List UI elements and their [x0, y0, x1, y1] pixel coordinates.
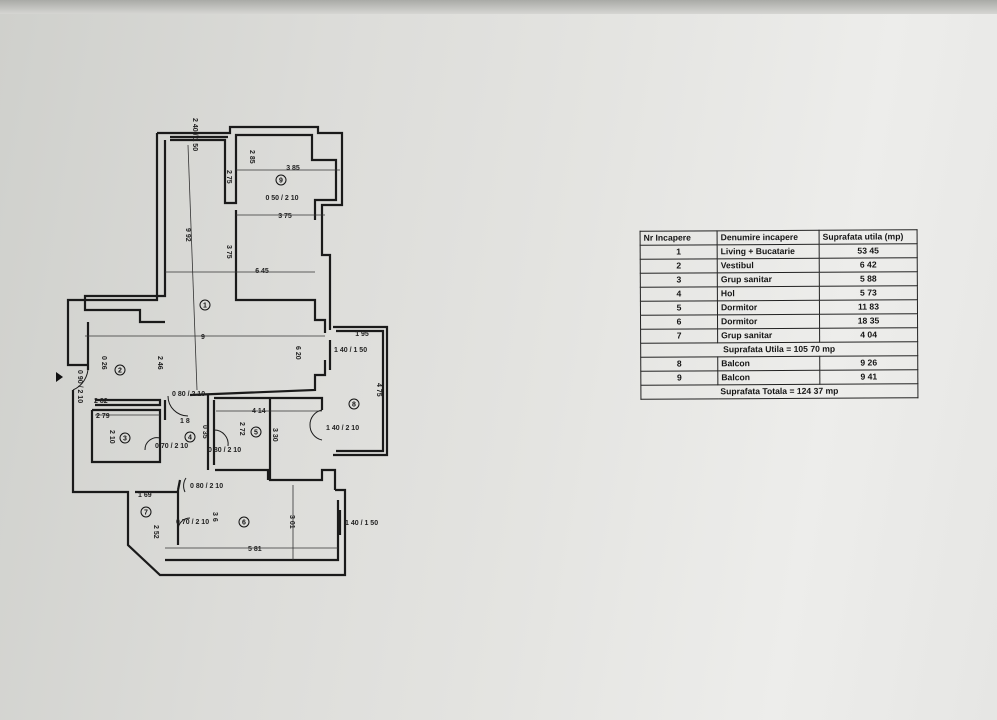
svg-text:0 26: 0 26 [100, 356, 107, 370]
room-marker-2: 2 [114, 364, 126, 376]
walls [66, 125, 389, 577]
column-header-name: Denumire incapere [717, 230, 820, 245]
room-marker-3: 3 [119, 432, 131, 444]
svg-text:3 30: 3 30 [271, 428, 278, 442]
room-areas-table: Nr Incapere Denumire incapere Suprafata … [640, 229, 919, 400]
svg-text:1 8: 1 8 [180, 418, 190, 425]
svg-text:2 10: 2 10 [108, 430, 115, 444]
svg-text:0 80 / 2 10: 0 80 / 2 10 [172, 391, 205, 398]
room-marker-1: 1 [199, 299, 211, 311]
svg-text:3 01: 3 01 [288, 515, 295, 529]
svg-text:9: 9 [201, 334, 205, 341]
svg-text:4: 4 [188, 435, 192, 442]
room-marker-8: 8 [348, 398, 360, 410]
column-header-nr: Nr Incapere [640, 230, 718, 246]
svg-text:3 85: 3 85 [286, 165, 300, 172]
svg-text:3: 3 [123, 436, 127, 443]
svg-text:1 95: 1 95 [355, 331, 369, 338]
svg-text:2 40 / 1 50: 2 40 / 1 50 [191, 118, 198, 151]
table-header-row: Nr Incapere Denumire incapere Suprafata … [640, 229, 918, 246]
room-marker-4: 4 [184, 431, 196, 443]
svg-text:5: 5 [254, 430, 258, 437]
svg-text:4 14: 4 14 [252, 408, 266, 415]
svg-text:3 75: 3 75 [278, 213, 292, 220]
svg-text:0 90 / 2 10: 0 90 / 2 10 [76, 370, 83, 403]
photo-edge-shadow [0, 0, 997, 14]
svg-text:9 92: 9 92 [184, 228, 191, 242]
svg-text:3 6: 3 6 [211, 512, 218, 522]
svg-text:2 72: 2 72 [238, 422, 245, 436]
svg-text:4 75: 4 75 [375, 383, 382, 397]
room-number-markers: 1 2 3 4 5 6 7 8 9 [114, 174, 360, 528]
svg-text:7: 7 [144, 510, 148, 517]
subtotal-row: Suprafata Utila = 105 70 mp [640, 341, 918, 358]
room-marker-9: 9 [275, 174, 287, 186]
svg-text:6: 6 [242, 520, 246, 527]
svg-text:1 40 / 1 50: 1 40 / 1 50 [334, 347, 367, 354]
svg-text:1 69: 1 69 [138, 492, 152, 499]
svg-text:1: 1 [203, 303, 207, 310]
svg-text:2 75: 2 75 [225, 170, 232, 184]
svg-text:3 75: 3 75 [225, 245, 232, 259]
svg-text:0 35: 0 35 [201, 425, 208, 439]
svg-text:0 70 / 2 10: 0 70 / 2 10 [155, 443, 188, 450]
svg-text:1 40 / 2 10: 1 40 / 2 10 [326, 425, 359, 432]
door-swings [72, 364, 323, 531]
svg-text:2 85: 2 85 [248, 150, 255, 164]
svg-text:6 20: 6 20 [294, 346, 301, 360]
dimension-labels: 3 85 2 85 2 75 0 50 / 2 10 3 75 9 92 3 7… [76, 118, 382, 553]
svg-text:8: 8 [352, 402, 356, 409]
svg-text:2 46: 2 46 [156, 356, 163, 370]
svg-text:0 50 / 2 10: 0 50 / 2 10 [265, 195, 298, 202]
total-row: Suprafata Totala = 124 37 mp [640, 383, 918, 400]
svg-text:2: 2 [118, 368, 122, 375]
entrance-arrow-icon [56, 372, 63, 382]
svg-text:2 82: 2 82 [94, 398, 108, 405]
dimension-lines [85, 144, 340, 560]
room-marker-6: 6 [238, 516, 250, 528]
svg-text:1 40 / 1 50: 1 40 / 1 50 [345, 520, 378, 527]
svg-text:9: 9 [279, 178, 283, 185]
svg-text:0 80 / 2 10: 0 80 / 2 10 [190, 483, 223, 490]
svg-text:0 80 / 2 10: 0 80 / 2 10 [208, 447, 241, 454]
svg-text:2 52: 2 52 [152, 525, 159, 539]
room-marker-7: 7 [140, 506, 152, 518]
room-marker-5: 5 [250, 426, 262, 438]
column-header-area: Suprafata utila (mp) [819, 229, 918, 245]
svg-text:6 45: 6 45 [255, 268, 269, 275]
svg-text:5 81: 5 81 [248, 546, 262, 553]
svg-text:2 79: 2 79 [96, 413, 110, 420]
svg-text:0 70 / 2 10: 0 70 / 2 10 [176, 519, 209, 526]
